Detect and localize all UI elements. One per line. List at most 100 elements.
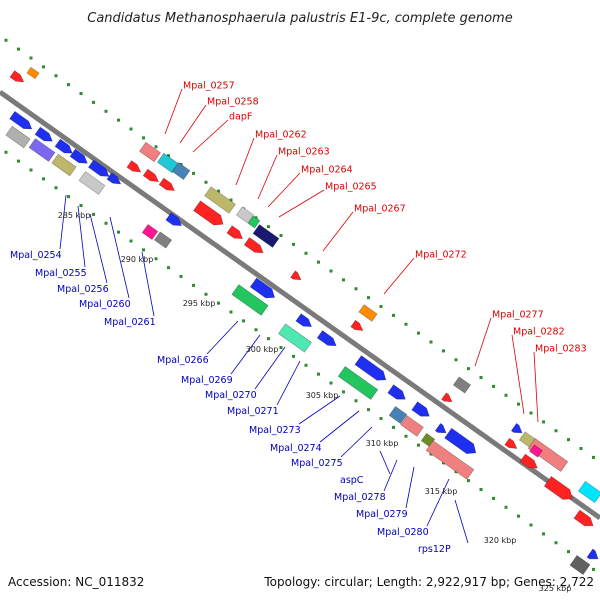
gene-feature — [543, 476, 573, 500]
tick-dot — [317, 260, 320, 264]
tick-dot — [504, 505, 508, 509]
tick-dot — [454, 358, 458, 362]
gene-label: Mpal_0273 — [249, 425, 301, 436]
gene-label: Mpal_0263 — [278, 147, 330, 158]
gene-feature — [358, 304, 378, 322]
tick-dot — [454, 470, 458, 474]
tick-dot — [92, 212, 95, 216]
tick-dot — [442, 349, 445, 353]
scale-tick-label: 320 kbp — [484, 536, 517, 545]
leader-line — [257, 154, 278, 200]
tick-dot — [479, 488, 483, 492]
gene-feature — [5, 125, 31, 149]
leader-line — [276, 360, 301, 406]
tick-dot — [542, 420, 545, 424]
tick-dot — [17, 159, 20, 163]
leader-line — [164, 88, 183, 135]
tick-dot — [142, 248, 145, 252]
gene-label: Mpal_0260 — [79, 299, 131, 310]
tick-dot — [429, 340, 433, 344]
gene-feature — [9, 70, 25, 83]
tick-dot — [29, 56, 33, 60]
tick-dot — [567, 438, 570, 442]
gene-label: Mpal_0274 — [270, 443, 322, 454]
gene-feature — [139, 141, 161, 163]
tick-dot — [167, 154, 170, 158]
gene-feature — [235, 206, 255, 224]
gene-feature — [171, 162, 191, 180]
gene-feature — [247, 215, 261, 229]
scale-tick-label: 285 kbp — [58, 211, 91, 220]
gene-label: Mpal_0255 — [35, 268, 87, 279]
tick-dot — [304, 363, 308, 367]
tick-dot — [279, 346, 283, 350]
tick-dot — [179, 275, 183, 279]
tick-dot — [67, 83, 70, 87]
gene-feature — [141, 224, 159, 240]
gene-label: Mpal_0283 — [535, 344, 587, 355]
tick-dot — [579, 447, 583, 451]
gene-feature — [126, 160, 142, 173]
outer-tick-dots — [4, 38, 595, 459]
tick-dot — [229, 198, 233, 202]
gene-label: Mpal_0257 — [183, 81, 235, 92]
tick-dot — [154, 145, 158, 149]
leader-line — [383, 459, 398, 492]
tick-dot — [342, 278, 345, 282]
tick-dot — [192, 283, 195, 287]
gene-feature — [504, 437, 518, 449]
tick-dot — [367, 296, 370, 300]
gene-feature — [354, 355, 387, 381]
tick-dot — [504, 393, 508, 397]
tick-dot — [379, 417, 383, 421]
tick-dot — [354, 399, 358, 403]
leader-line — [141, 251, 155, 317]
leader-line — [426, 478, 450, 527]
tick-dot — [392, 313, 395, 317]
tick-dot — [467, 479, 470, 483]
tick-dot — [142, 136, 145, 140]
leader-line — [267, 172, 301, 208]
gene-feature — [434, 423, 447, 434]
leader-line — [322, 211, 354, 252]
gene-label: Mpal_0254 — [10, 250, 62, 261]
gene-feature — [411, 401, 430, 417]
scale-tick-label: 310 kbp — [366, 439, 399, 448]
label-leader-lines — [59, 88, 539, 544]
tick-dot — [404, 322, 408, 326]
tick-dot — [517, 402, 520, 406]
tick-dot — [254, 328, 258, 332]
tick-dot — [217, 189, 220, 193]
tick-dot — [254, 216, 258, 220]
tick-dot — [229, 310, 233, 314]
tick-dot — [354, 287, 358, 291]
gene-label: Mpal_0278 — [334, 492, 386, 503]
tick-dot — [79, 204, 83, 208]
leader-line — [383, 257, 415, 295]
tick-dot — [129, 127, 133, 131]
gene-label: Mpal_0262 — [255, 130, 307, 141]
tick-dot — [429, 452, 433, 456]
scale-tick-label: 290 kbp — [121, 255, 154, 264]
tick-dot — [204, 292, 208, 296]
gene-features — [5, 66, 600, 575]
tick-dot — [317, 372, 320, 376]
gene-feature — [316, 330, 337, 347]
leader-line — [59, 194, 67, 250]
tick-dot — [592, 455, 595, 459]
gene-label: Mpal_0258 — [207, 97, 259, 108]
tick-dot — [417, 331, 420, 335]
tick-dot — [292, 354, 295, 358]
gene-feature — [106, 172, 122, 185]
scale-tick-label: 305 kbp — [306, 391, 339, 400]
tick-dot — [554, 541, 558, 545]
scale-tick-label: 300 kbp — [246, 345, 279, 354]
gene-label: aspC — [340, 475, 364, 486]
tick-dot — [417, 443, 420, 447]
gene-feature — [157, 152, 179, 174]
gene-feature — [400, 415, 424, 437]
tick-dot — [367, 408, 370, 412]
leader-line — [179, 104, 207, 144]
leader-line — [298, 395, 341, 425]
